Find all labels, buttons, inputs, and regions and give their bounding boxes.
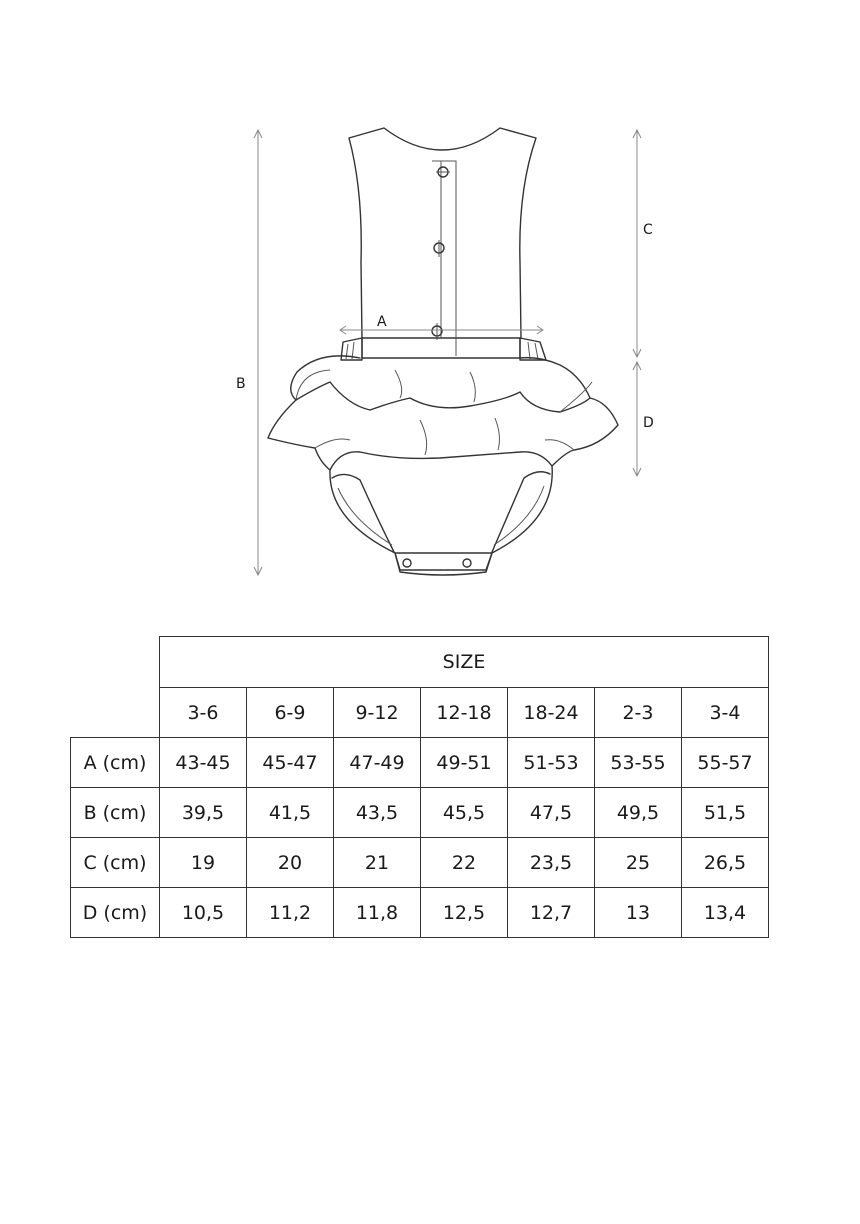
table-cell: 43-45 (159, 737, 247, 788)
dimension-a: A (339, 314, 544, 335)
table-cell: 12,5 (420, 887, 508, 938)
table-cell: 49-51 (420, 737, 508, 788)
size-label: 9-12 (333, 687, 421, 738)
left-leg-opening (331, 473, 395, 553)
table-row: D (cm) 10,5 11,2 11,8 12,5 12,7 13 13,4 (70, 887, 769, 938)
label-d: D (643, 415, 654, 431)
row-label: B (cm) (70, 787, 160, 838)
snap-icon (462, 558, 472, 568)
table-cell: 11,8 (333, 887, 421, 938)
table-cell: 25 (594, 837, 682, 888)
table-cell: 47-49 (333, 737, 421, 788)
table-cell: 13 (594, 887, 682, 938)
table-cell: 19 (159, 837, 247, 888)
table-row: C (cm) 19 20 21 22 23,5 25 26,5 (70, 837, 769, 888)
label-b: B (236, 376, 246, 392)
table-cell: 47,5 (507, 787, 595, 838)
button-icon (436, 166, 450, 178)
row-label: C (cm) (70, 837, 160, 888)
right-cuff (519, 337, 547, 361)
dimension-d: D (632, 360, 654, 478)
table-cell: 45-47 (246, 737, 334, 788)
table-cell: 53-55 (594, 737, 682, 788)
waistband (361, 337, 521, 359)
label-c: C (643, 222, 653, 238)
button-icon (431, 323, 443, 340)
size-label: 18-24 (507, 687, 595, 738)
table-cell: 26,5 (681, 837, 769, 888)
table-cell: 10,5 (159, 887, 247, 938)
bloomer-outline (329, 465, 553, 571)
table-cell: 23,5 (507, 837, 595, 888)
table-cell: 45,5 (420, 787, 508, 838)
size-label: 6-9 (246, 687, 334, 738)
row-label: D (cm) (70, 887, 160, 938)
size-label: 2-3 (594, 687, 682, 738)
bodice-outline (348, 127, 537, 339)
table-cell: 11,2 (246, 887, 334, 938)
size-label: 3-4 (681, 687, 769, 738)
table-cell: 39,5 (159, 787, 247, 838)
table-cell: 55-57 (681, 737, 769, 788)
garment-illustration: A B C D (236, 127, 654, 577)
table-cell: 41,5 (246, 787, 334, 838)
table-cell: 12,7 (507, 887, 595, 938)
table-cell: 22 (420, 837, 508, 888)
table-cell: 13,4 (681, 887, 769, 938)
button-placket (432, 160, 457, 356)
size-header-row: SIZE (71, 636, 769, 688)
size-labels-row: 3-6 6-9 9-12 12-18 18-24 2-3 3-4 (71, 687, 769, 738)
table-row: B (cm) 39,5 41,5 43,5 45,5 47,5 49,5 51,… (70, 787, 769, 838)
table-cell: 21 (333, 837, 421, 888)
table-corner (71, 688, 160, 738)
row-label: A (cm) (70, 737, 160, 788)
dimension-c: C (632, 128, 653, 359)
size-label: 12-18 (420, 687, 508, 738)
right-leg-opening (491, 471, 551, 553)
label-a: A (377, 314, 387, 330)
upper-ruffle (290, 355, 591, 413)
size-header: SIZE (159, 636, 769, 688)
table-cell: 43,5 (333, 787, 421, 838)
button-icon (433, 240, 445, 257)
table-cell: 51-53 (507, 737, 595, 788)
size-label: 3-6 (159, 687, 247, 738)
dimension-b: B (236, 128, 263, 577)
lower-ruffle (267, 397, 619, 471)
snap-icon (402, 558, 412, 568)
size-chart-table: SIZE 3-6 6-9 9-12 12-18 18-24 2-3 3-4 A … (70, 636, 769, 938)
table-cell: 49,5 (594, 787, 682, 838)
left-cuff (340, 337, 363, 361)
crotch-tab (394, 552, 493, 576)
table-cell: 20 (246, 837, 334, 888)
table-corner (71, 637, 160, 688)
table-cell: 51,5 (681, 787, 769, 838)
table-row: A (cm) 43-45 45-47 47-49 49-51 51-53 53-… (70, 737, 769, 788)
